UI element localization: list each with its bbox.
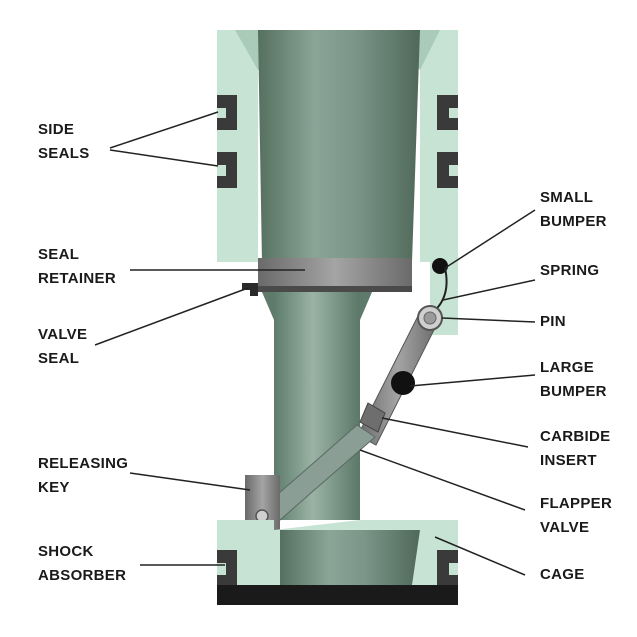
small-bumper bbox=[432, 258, 448, 274]
side-seal-upper-left bbox=[217, 95, 237, 130]
side-seal-lower-left bbox=[217, 152, 237, 188]
upper-bore bbox=[258, 30, 420, 262]
label-cage: CAGE bbox=[540, 566, 585, 583]
label-spring: SPRING bbox=[540, 262, 600, 279]
shock-absorber-left bbox=[217, 550, 237, 590]
stem-flare-left bbox=[262, 292, 274, 320]
large-bumper bbox=[391, 371, 415, 395]
base-ring bbox=[217, 585, 458, 605]
side-seal-lower-right bbox=[437, 152, 458, 188]
shock-absorber-right bbox=[437, 550, 458, 590]
valve-seal bbox=[242, 283, 258, 296]
seal-retainer-edge bbox=[258, 286, 412, 292]
upper-housing-right bbox=[420, 30, 458, 262]
carbide-insert bbox=[359, 402, 386, 433]
seal-retainer bbox=[258, 258, 412, 290]
pin-inner bbox=[423, 311, 437, 325]
leader-lines bbox=[94, 111, 536, 576]
upper-housing-left bbox=[217, 30, 258, 262]
label-pin: PIN bbox=[540, 313, 566, 330]
lower-bore bbox=[280, 530, 420, 585]
side-seal-upper-right bbox=[437, 95, 458, 130]
stem-flare-right bbox=[360, 292, 372, 320]
